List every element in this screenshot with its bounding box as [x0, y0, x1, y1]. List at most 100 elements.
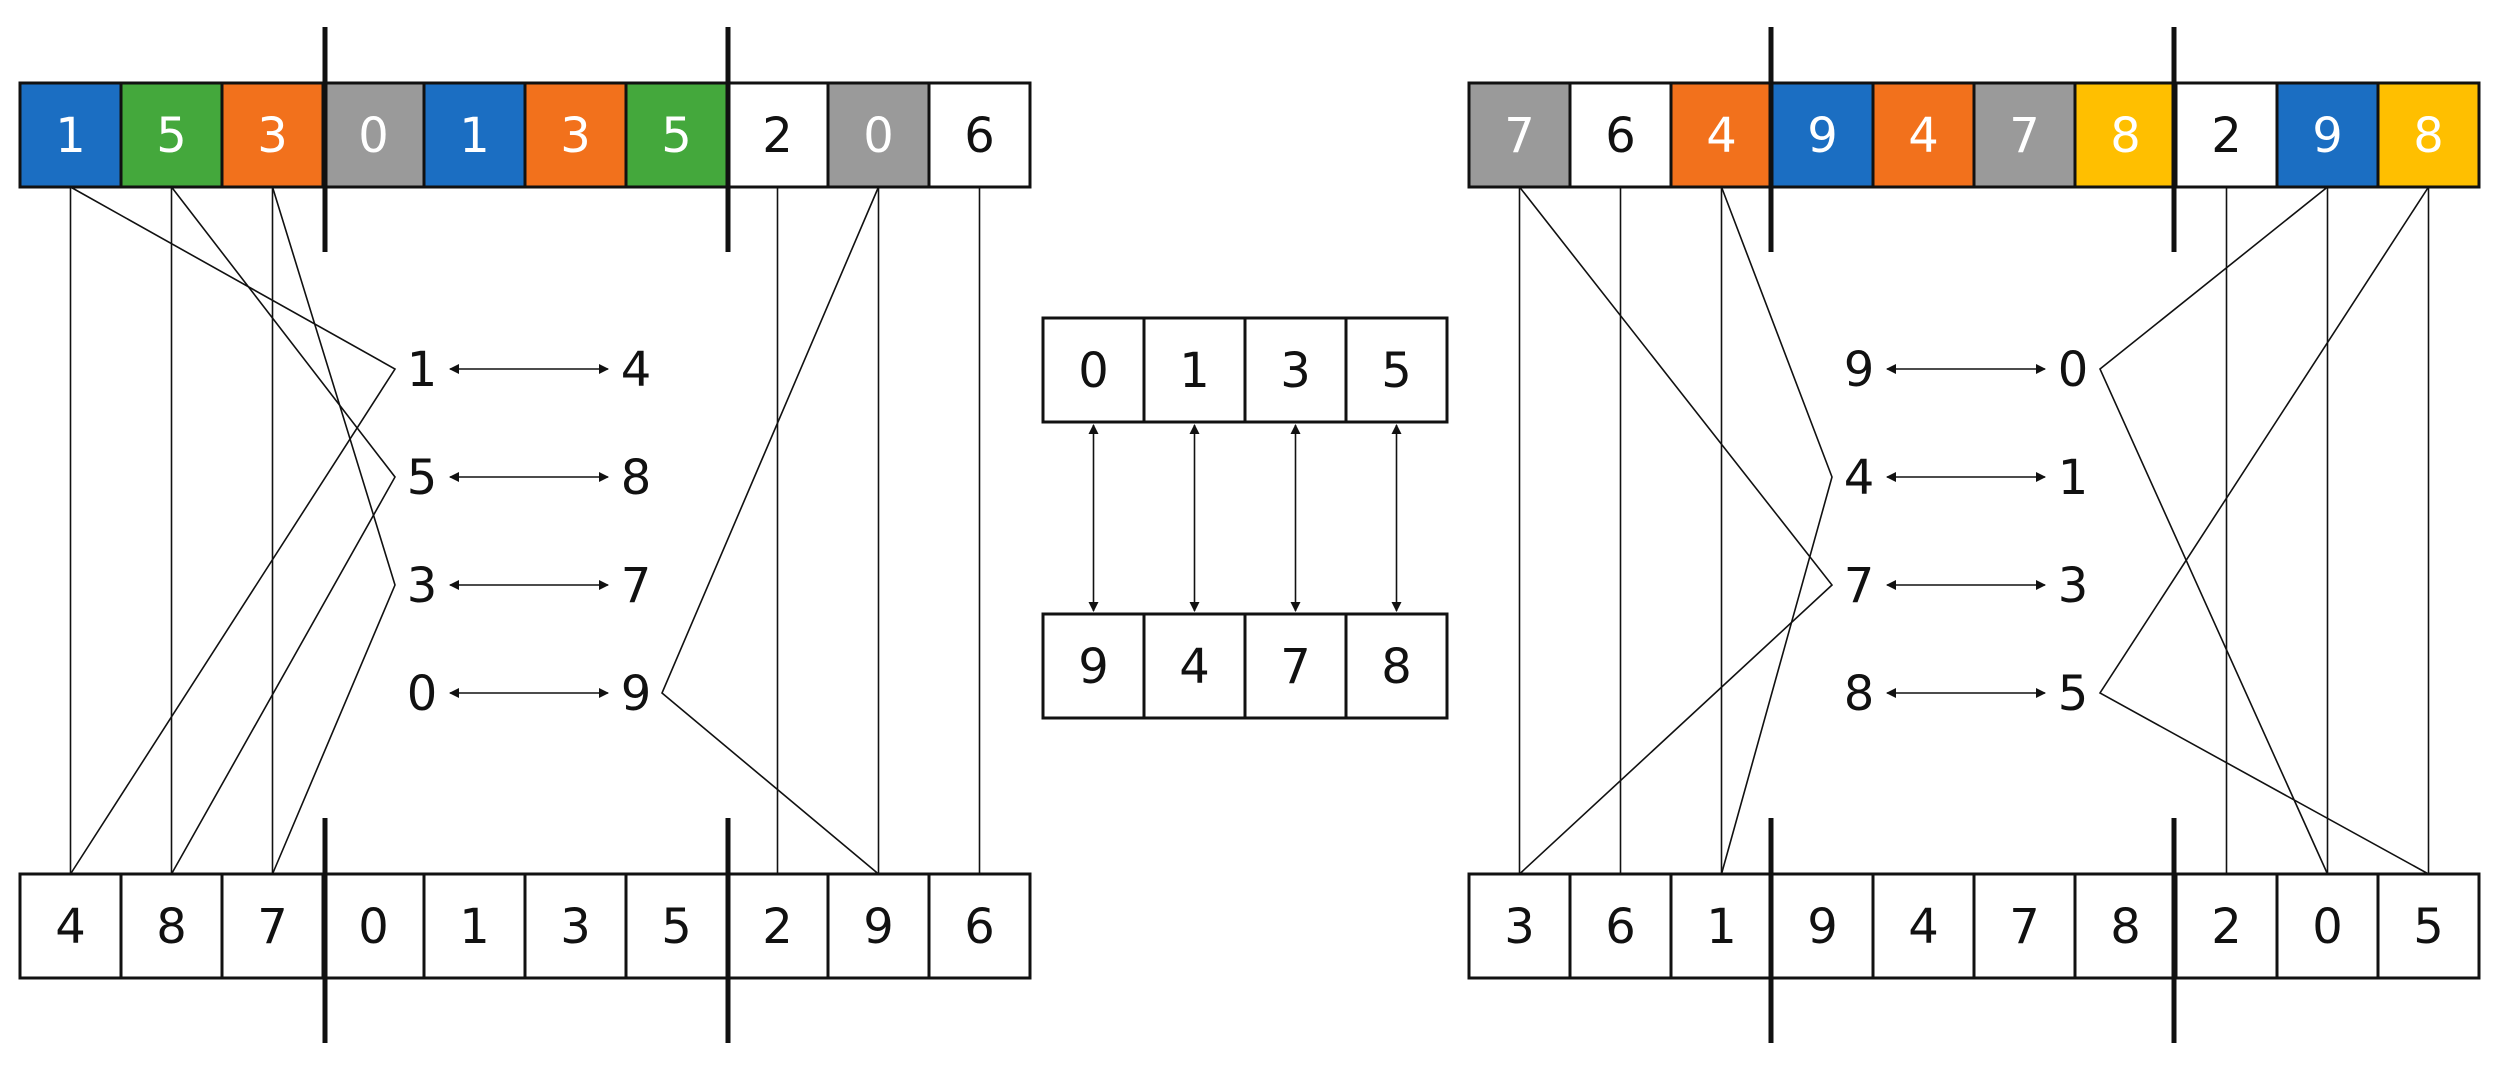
right-panel-child-cell-box [1871, 872, 1976, 980]
right-panel-child-cell-box [2073, 872, 2178, 980]
left-panel-child-cell: 3 [523, 872, 628, 980]
right-panel-child-cell-box [1467, 872, 1572, 980]
mapping-from-value: 7 [1844, 558, 1875, 614]
center-bottom-cell: 9 [1041, 612, 1146, 720]
left-panel-parent-cell-box [927, 81, 1032, 189]
left-panel-child-cell: 1 [422, 872, 527, 980]
right-panel-child-cell-box [2275, 872, 2380, 980]
right-panel-parent-cell: 9 [2275, 81, 2380, 189]
right-panel-child-cell: 8 [2073, 872, 2178, 980]
right-panel-parent-cell-value: 8 [2110, 108, 2141, 164]
left-panel-parent-cell-value: 3 [257, 108, 288, 164]
mapping-from-value: 9 [1844, 342, 1875, 398]
left-panel-parent-cell: 1 [18, 81, 123, 189]
left-panel-child-cell: 2 [725, 872, 830, 980]
center-top-cell-box [1344, 316, 1449, 424]
center-bottom-cell-value: 9 [1078, 639, 1109, 695]
right-panel-child-cell: 7 [1972, 872, 2077, 980]
right-panel-child-cell-box [2376, 872, 2481, 980]
right-panel-parent-cell-value: 9 [1807, 108, 1838, 164]
right-panel-parent-cell-value: 8 [2413, 108, 2444, 164]
right-panel-parent-cell-value: 9 [2312, 108, 2343, 164]
right-panel-parent-cell-box [1770, 81, 1875, 189]
center-top-cell: 0 [1041, 316, 1146, 424]
left-panel-child-cell: 6 [927, 872, 1032, 980]
right-panel-parent-cell: 4 [1871, 81, 1976, 189]
left-panel-parent-cell-value: 1 [55, 108, 86, 164]
right-panel-parent-cell: 6 [1568, 81, 1673, 189]
right-panel-parent-cell: 8 [2376, 81, 2481, 189]
left-panel-parent-cell-box [624, 81, 729, 189]
connector-line [170, 186, 396, 875]
left-panel-parent-cell: 3 [523, 81, 628, 189]
left-panel-parent-cell: 6 [927, 81, 1032, 189]
left-panel-parent-cell-box [422, 81, 527, 189]
left-panel-parent-cell-value: 0 [863, 108, 894, 164]
mapping-from-value: 3 [407, 558, 438, 614]
right-panel-parent-cell-box [2073, 81, 2178, 189]
right-panel-parent-cell-box [2275, 81, 2380, 189]
right-panel-parent-cell: 2 [2174, 81, 2279, 189]
left-panel-child-cell-value: 0 [358, 899, 389, 955]
mapping-from-value: 8 [1844, 666, 1875, 722]
left-panel-child-cell-box [18, 872, 123, 980]
right-panel-parent-cell-box [2376, 81, 2481, 189]
left-panel-child-cell-value: 9 [863, 899, 894, 955]
center-top-cell-value: 5 [1381, 343, 1412, 399]
right-panel-child-cell: 6 [1568, 872, 1673, 980]
left-panel-child-cell: 5 [624, 872, 729, 980]
center-top-cell-value: 3 [1280, 343, 1311, 399]
left-panel-child-cell: 9 [826, 872, 931, 980]
left-panel-parent-cell: 3 [220, 81, 325, 189]
left-panel-parent-cell-value: 5 [661, 108, 692, 164]
right-panel-child-cell-value: 8 [2110, 899, 2141, 955]
mapping-to-value: 0 [2058, 342, 2089, 398]
right-panel-child-cell: 5 [2376, 872, 2481, 980]
center-top-cell: 5 [1344, 316, 1449, 424]
connector-line [271, 186, 396, 875]
left-panel-parent-cell-value: 0 [358, 108, 389, 164]
left-panel-child-cell-box [927, 872, 1032, 980]
mapping-to-value: 1 [2058, 450, 2089, 506]
left-panel-child-cell-value: 3 [560, 899, 591, 955]
center-bottom-cell: 4 [1142, 612, 1247, 720]
mapping-to-value: 9 [621, 666, 652, 722]
right-panel-parent-cell: 4 [1669, 81, 1774, 189]
mapping-from-value: 4 [1844, 450, 1875, 506]
right-panel-parent-cell-box [1871, 81, 1976, 189]
left-panel-child-cell-value: 7 [257, 899, 288, 955]
right-panel-child-cell-value: 6 [1605, 899, 1636, 955]
right-panel-parent-cell: 7 [1972, 81, 2077, 189]
right-panel-parent-cell-value: 2 [2211, 108, 2242, 164]
left-panel-parent-cell: 0 [826, 81, 931, 189]
right-panel-child-cell: 4 [1871, 872, 1976, 980]
left-panel-parent-cell-box [826, 81, 931, 189]
right-panel-parent-cell: 8 [2073, 81, 2178, 189]
left-panel-child-cell-box [523, 872, 628, 980]
right-panel-child-cell: 0 [2275, 872, 2380, 980]
left-panel-child-cell-value: 2 [762, 899, 793, 955]
center-top-cell-value: 0 [1078, 343, 1109, 399]
right-panel-child-cell-value: 5 [2413, 899, 2444, 955]
connector-line [2098, 186, 2430, 875]
mapping-to-value: 4 [621, 342, 652, 398]
right-panel-child-cell-value: 4 [1908, 899, 1939, 955]
center-bottom-cell-box [1041, 612, 1146, 720]
right-panel-child-cell-box [1972, 872, 2077, 980]
left-panel-parent-cell: 5 [119, 81, 224, 189]
right-panel-child-cell-box [1770, 872, 1875, 980]
right-panel-child-cell-value: 0 [2312, 899, 2343, 955]
left-panel-child-cell-value: 1 [459, 899, 490, 955]
left-panel-child-cell: 0 [321, 872, 426, 980]
